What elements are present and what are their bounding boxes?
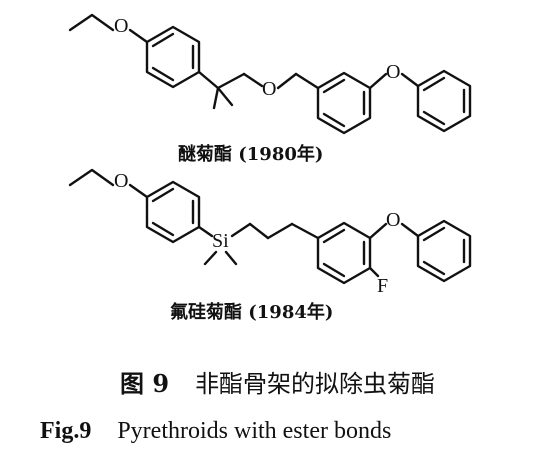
compound-name-etofenprox: 醚菊酯 (1980年) <box>178 144 324 165</box>
benzene-ring-a <box>145 180 201 244</box>
ether-oxygen-1: O <box>114 170 128 192</box>
figure-caption-en: Fig.9 Pyrethroids with ester bonds <box>40 418 391 445</box>
figure-title-cn: 非酯骨架的拟除虫菊酯 <box>195 370 436 398</box>
figure-label-cn: 图 9 <box>120 369 170 398</box>
compound-name-silafluofen: 氟硅菊酯 (1984年) <box>170 302 334 323</box>
fluorine-atom: F <box>377 275 388 297</box>
benzene-ring-a <box>145 25 201 89</box>
ether-oxygen-2: O <box>262 78 276 100</box>
silafluofen-structure: O Si F O <box>68 168 472 297</box>
figure-caption-cn: 图 9 非酯骨架的拟除虫菊酯 <box>120 364 435 399</box>
ethoxy-chain <box>68 13 115 32</box>
ether-oxygen-1: O <box>114 15 128 37</box>
benzene-ring-b <box>316 71 372 135</box>
ether-oxygen-3: O <box>386 61 400 83</box>
benzene-ring-b <box>316 221 372 285</box>
figure-label-en: Fig.9 <box>40 418 92 444</box>
benzene-ring-c <box>416 69 472 133</box>
ether-oxygen-3: O <box>386 209 400 231</box>
figure-title-en: Pyrethroids with ester bonds <box>117 418 392 444</box>
etofenprox-structure: O O O <box>68 13 472 135</box>
ethoxy-chain <box>68 168 115 187</box>
benzene-ring-c <box>416 219 472 283</box>
silicon-atom: Si <box>212 230 229 252</box>
